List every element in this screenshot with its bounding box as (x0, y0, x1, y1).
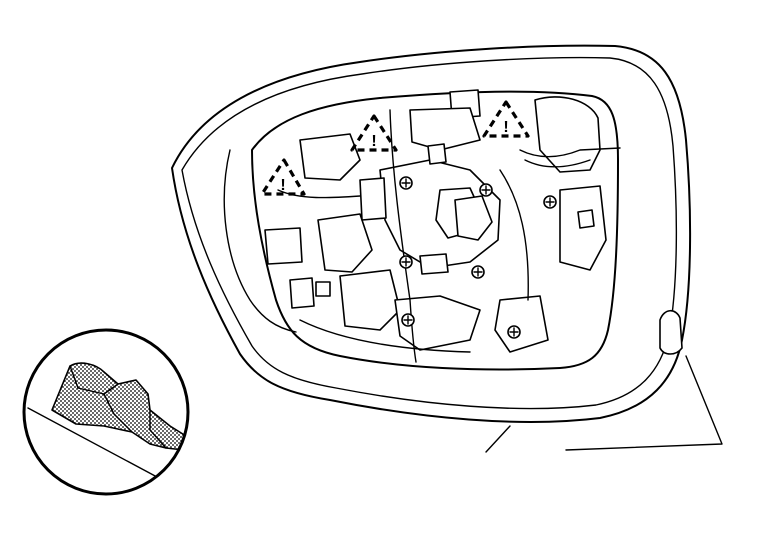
dashed-triangle-clip-icon: ! (482, 100, 530, 138)
svg-text:!: ! (371, 133, 376, 150)
mirror-actuator-parts (264, 89, 621, 363)
screw-icon (401, 313, 415, 327)
svg-text:!: ! (280, 177, 285, 194)
leader-lines (485, 355, 723, 453)
magnified-clip-detail-icon (22, 328, 190, 496)
screw-icon (543, 195, 557, 209)
mirror-screws (399, 176, 557, 339)
screw-icon (507, 325, 521, 339)
mirror-inner-frame (251, 90, 619, 371)
screw-icon (479, 183, 493, 197)
dashed-triangle-clip-icon: ! (260, 158, 306, 196)
screw-icon (399, 255, 413, 269)
mirror-base (659, 309, 683, 355)
dashed-triangle-clip-icon: ! (350, 114, 398, 152)
clip-markers: ! ! ! (260, 100, 530, 196)
screw-icon (399, 176, 413, 190)
svg-text:!: ! (503, 119, 508, 136)
screw-icon (471, 265, 485, 279)
